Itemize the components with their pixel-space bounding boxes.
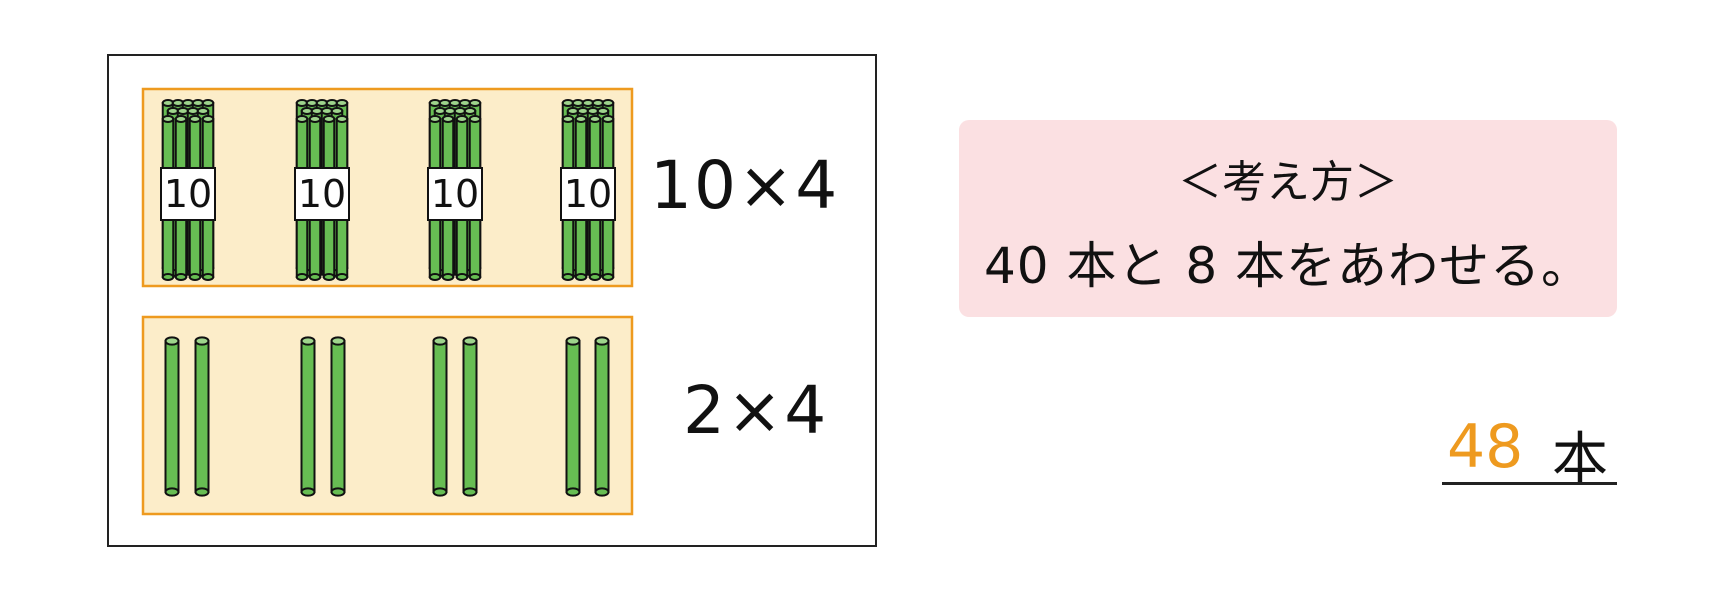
- pairs-group: [164, 336, 610, 497]
- expression-pairs: 2×4: [683, 372, 829, 449]
- answer-area: 48 本: [1442, 412, 1617, 492]
- stick: [300, 336, 316, 497]
- hint-box: ＜考え方＞ 40 本と 8 本をあわせる。: [959, 120, 1617, 317]
- bundle-band: [160, 167, 216, 221]
- bundle-of-ten: 10: [160, 99, 216, 281]
- bundles-group: 10 10 10 10: [160, 99, 616, 281]
- stick-pair: [300, 336, 346, 497]
- stick-pair: [565, 336, 610, 497]
- stick: [565, 336, 581, 497]
- answer-unit: 本: [1552, 427, 1608, 492]
- bundle-band: [427, 167, 483, 221]
- bundles-panel: [141, 87, 634, 288]
- stick: [194, 336, 210, 497]
- bundle-of-ten: 10: [294, 99, 350, 281]
- expression-bundles: 10×4: [650, 147, 840, 224]
- stick: [164, 336, 180, 497]
- bundle-label: 10: [298, 172, 346, 216]
- bundle-label: 10: [164, 172, 212, 216]
- bundle-label: 10: [431, 172, 479, 216]
- stick: [462, 336, 478, 497]
- hint-text: 40 本と 8 本をあわせる。: [983, 237, 1593, 295]
- stick-pair: [164, 336, 210, 497]
- bundle-band: [294, 167, 350, 221]
- stick: [432, 336, 448, 497]
- hint-title: ＜考え方＞: [1178, 157, 1398, 208]
- stick: [330, 336, 346, 497]
- bundle-label: 10: [564, 172, 612, 216]
- illustration-frame: [107, 54, 877, 547]
- bundle-of-ten: 10: [560, 99, 616, 281]
- bundle-band: [560, 167, 616, 221]
- bundle-of-ten: 10: [427, 99, 483, 281]
- answer-value: 48: [1447, 412, 1524, 482]
- pairs-panel: [141, 315, 634, 516]
- stick: [594, 336, 610, 497]
- answer-underline: [1442, 482, 1617, 485]
- stick-pair: [432, 336, 478, 497]
